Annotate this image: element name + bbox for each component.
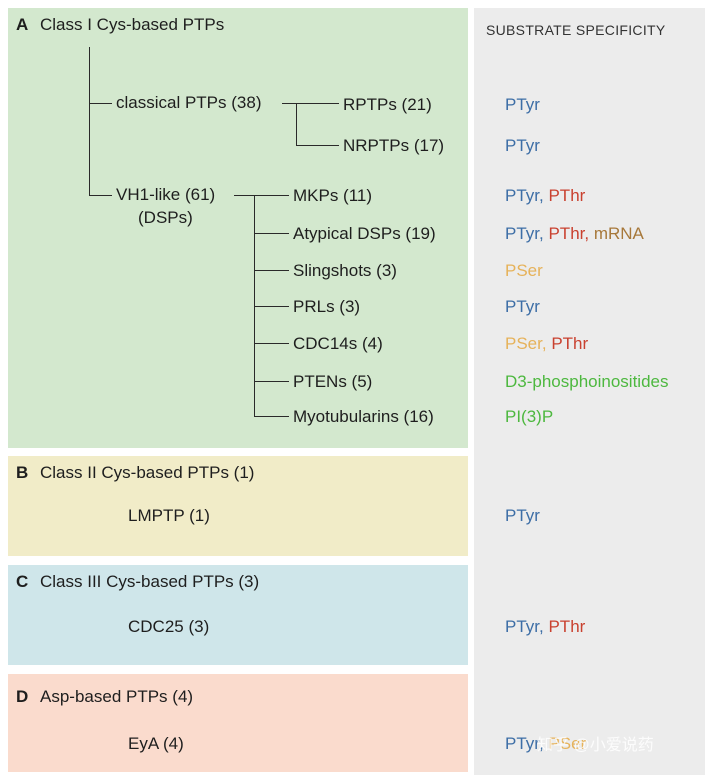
panel-c-title: Class III Cys-based PTPs (3) — [40, 572, 260, 591]
node-mkps: MKPs (11) — [293, 186, 373, 205]
substrate-eya: PTyr, PSer — [505, 734, 587, 753]
tree-trunk-line — [89, 47, 91, 195]
watermark: 知乎 @小爱说药 — [537, 737, 654, 754]
branch-myotubularins-line — [254, 416, 289, 418]
substrate-prls: PTyr — [505, 297, 540, 316]
substrate-specificity-heading: SUBSTRATE SPECIFICITY — [486, 22, 666, 38]
classical-sub-trunk-line — [296, 103, 298, 145]
substrate-nrptps: PTyr — [505, 136, 540, 155]
branch-ptens-line — [254, 381, 289, 383]
branch-prls-line — [254, 306, 289, 308]
node-vh1-like: VH1-like (61) — [116, 185, 216, 204]
substrate-cdc14s: PSer, PThr — [505, 334, 589, 353]
substrate-slingshots: PSer — [505, 261, 543, 280]
substrate-lmptp: PTyr — [505, 506, 540, 525]
node-cdc14s: CDC14s (4) — [293, 334, 383, 353]
node-prls: PRLs (3) — [293, 297, 361, 316]
node-eya: EyA (4) — [128, 734, 184, 753]
substrate-ptens: D3-phosphoinositides — [505, 372, 669, 391]
node-myotubularins: Myotubularins (16) — [293, 407, 434, 426]
branch-atypical-line — [254, 233, 289, 235]
branch-nrptps-line — [296, 145, 339, 147]
node-classical-ptps: classical PTPs (38) — [116, 93, 262, 112]
panel-b-letter: B — [16, 463, 29, 482]
node-lmptp: LMPTP (1) — [128, 506, 210, 525]
vh1-sub-trunk-line — [254, 195, 256, 416]
branch-vh1-line — [89, 195, 112, 197]
panel-c-letter: C — [16, 572, 29, 591]
panel-a-letter: A — [16, 15, 29, 34]
node-atypical-dsps: Atypical DSPs (19) — [293, 224, 436, 243]
panel-class-i — [8, 8, 468, 448]
panel-d-title: Asp-based PTPs (4) — [40, 687, 194, 706]
panel-class-ii — [8, 456, 468, 556]
branch-rptps-line — [282, 103, 339, 105]
branch-cdc14s-line — [254, 343, 289, 345]
substrate-mkps: PTyr, PThr — [505, 186, 586, 205]
node-cdc25: CDC25 (3) — [128, 617, 210, 636]
node-rptps: RPTPs (21) — [343, 95, 432, 114]
substrate-rptps: PTyr — [505, 95, 540, 114]
branch-classical-line — [89, 103, 112, 105]
node-nrptps: NRPTPs (17) — [343, 136, 445, 155]
branch-slingshots-line — [254, 270, 289, 272]
panel-d-letter: D — [16, 687, 29, 706]
node-dsps: (DSPs) — [138, 208, 193, 227]
panel-asp-based — [8, 674, 468, 772]
substrate-atypical-dsps: PTyr, PThr, mRNA — [505, 224, 644, 243]
substrate-myotubularins: PI(3)P — [505, 407, 554, 426]
substrate-cdc25: PTyr, PThr — [505, 617, 586, 636]
panel-class-iii — [8, 565, 468, 665]
vh1-connector-line — [234, 195, 289, 197]
panel-b-title: Class II Cys-based PTPs (1) — [40, 463, 255, 482]
panel-a-title: Class I Cys-based PTPs — [40, 15, 225, 34]
substrate-column — [474, 8, 705, 775]
node-slingshots: Slingshots (3) — [293, 261, 397, 280]
node-ptens: PTENs (5) — [293, 372, 373, 391]
